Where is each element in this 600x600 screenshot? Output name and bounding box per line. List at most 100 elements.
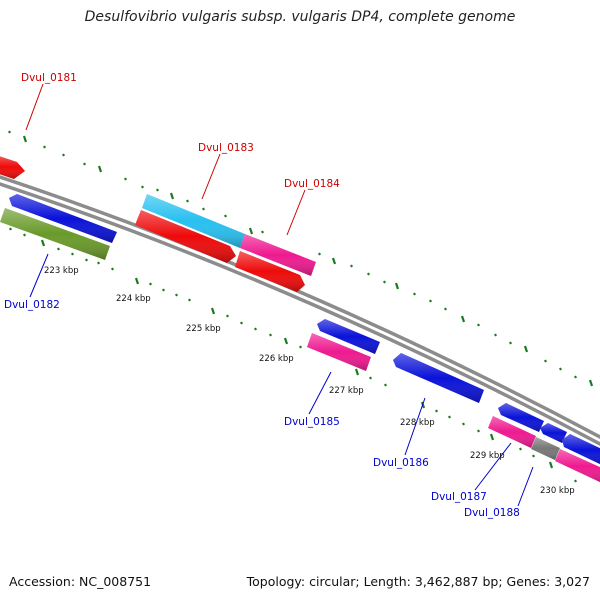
scale-label-229kbp: 229 kbp [470, 451, 505, 461]
outer-tick [186, 199, 189, 203]
leader-dvul-0186 [404, 397, 426, 456]
outer-tick [350, 264, 353, 268]
leader-dvul-0187 [474, 442, 512, 491]
feature-blue-4[interactable] [562, 434, 600, 466]
leader-dvul-0185 [308, 371, 332, 415]
inner-tick [269, 333, 272, 337]
scale-label-225kbp: 225 kbp [186, 324, 221, 334]
outer-tick [8, 130, 11, 134]
outer-tick [141, 185, 144, 189]
inner-tick [574, 479, 577, 483]
outer-tick [367, 272, 370, 276]
forward-strand-features [0, 156, 316, 292]
outer-tick [124, 177, 127, 181]
outer-tick [156, 188, 159, 192]
feature-blue-3[interactable] [540, 423, 567, 443]
outer-tick [261, 230, 264, 234]
feature-dvul-0183[interactable] [142, 194, 245, 248]
inner-tick [435, 409, 438, 413]
inner-tick [23, 233, 26, 237]
feature-partial-left [0, 156, 25, 179]
inner-tick [9, 227, 12, 231]
feature-dvul-0184[interactable] [240, 234, 316, 276]
inner-tick [85, 258, 88, 262]
outer-tick [383, 280, 386, 284]
inner-tick [384, 383, 387, 387]
outer-tick-major [97, 165, 103, 173]
outer-tick [574, 375, 577, 379]
outer-tick-major [394, 282, 400, 290]
outer-tick [559, 367, 562, 371]
gene-label-dvul-0185[interactable]: Dvul_0185 [284, 416, 340, 428]
outer-tick [224, 214, 227, 218]
inner-tick [188, 298, 191, 302]
scale-label-228kbp: 228 kbp [400, 418, 435, 428]
inner-tick [97, 261, 100, 265]
scale-label-224kbp: 224 kbp [116, 294, 151, 304]
outer-tick [62, 153, 65, 157]
label-leader-lines [25, 83, 534, 507]
gene-label-dvul-0186[interactable]: Dvul_0186 [373, 457, 429, 469]
outer-tick-major [523, 345, 529, 353]
scale-label-226kbp: 226 kbp [259, 354, 294, 364]
inner-tick [71, 252, 74, 256]
inner-tick [477, 429, 480, 433]
outer-tick-major [588, 379, 594, 387]
feature-blue-1[interactable] [317, 319, 380, 354]
feature-dvul-0182-olive[interactable] [0, 208, 110, 260]
inner-tick-major [354, 368, 360, 376]
outer-tick-major [169, 192, 175, 200]
outer-tick-major [460, 315, 466, 323]
inner-tick [226, 314, 229, 318]
inner-tick-major [283, 337, 289, 345]
leader-dvul-0181 [25, 83, 44, 131]
inner-tick [240, 321, 243, 325]
feature-blue-2[interactable] [498, 403, 544, 432]
outer-tick-major [331, 257, 337, 265]
outer-tick [413, 292, 416, 296]
feature-dvul-0185[interactable] [307, 333, 371, 371]
inner-tick-major [210, 307, 216, 315]
leader-dvul-0182 [29, 253, 49, 298]
gene-label-dvul-0184[interactable]: Dvul_0184 [284, 178, 340, 190]
feature-dvul-0182-blue[interactable] [9, 194, 117, 243]
inner-tick-major [40, 239, 46, 247]
inner-tick-major [548, 461, 554, 469]
outer-tick [544, 359, 547, 363]
feature-red-2[interactable] [235, 251, 305, 292]
backbone-outer-line [0, 175, 600, 439]
inner-tick [462, 422, 465, 426]
feature-dvul-0186[interactable] [393, 353, 484, 403]
outer-tick [83, 162, 86, 166]
genome-backbone [0, 175, 600, 446]
gene-label-dvul-0188[interactable]: Dvul_0188 [464, 507, 520, 519]
feature-dvul-0188[interactable] [555, 449, 600, 484]
inner-tick [149, 282, 152, 286]
outer-tick [202, 207, 205, 211]
gene-label-dvul-0187[interactable]: Dvul_0187 [431, 491, 487, 503]
scale-label-230kbp: 230 kbp [540, 486, 575, 496]
scale-label-223kbp: 223 kbp [44, 266, 79, 276]
feature-dvul-0187[interactable] [488, 416, 536, 448]
gene-label-dvul-0182[interactable]: Dvul_0182 [4, 299, 60, 311]
inner-tick [57, 247, 60, 251]
leader-dvul-0183 [201, 153, 221, 200]
inner-tick [448, 415, 451, 419]
inner-tick [162, 288, 165, 292]
inner-tick [175, 293, 178, 297]
outer-tick [509, 341, 512, 345]
outer-tick [494, 333, 497, 337]
leader-dvul-0188 [517, 466, 534, 507]
inner-tick-major [134, 277, 140, 285]
outer-tick [477, 323, 480, 327]
feature-gray[interactable] [531, 437, 560, 460]
gene-label-dvul-0181[interactable]: Dvul_0181 [21, 72, 77, 84]
feature-red-1[interactable] [135, 210, 236, 263]
gene-label-dvul-0183[interactable]: Dvul_0183 [198, 142, 254, 154]
leader-dvul-0184 [286, 189, 306, 236]
scale-label-227kbp: 227 kbp [329, 386, 364, 396]
inner-tick [299, 345, 302, 349]
map-title: Desulfovibrio vulgaris subsp. vulgaris D… [84, 9, 516, 25]
accession-text: Accession: NC_008751 [9, 574, 152, 589]
